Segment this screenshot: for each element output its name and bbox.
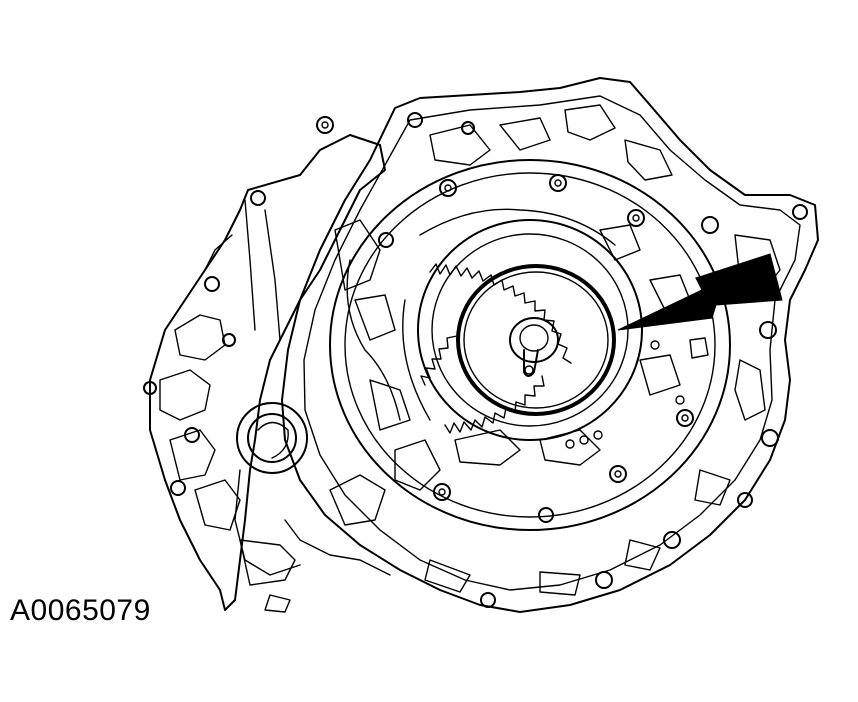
seal-ring: [456, 264, 616, 416]
inner-housing: [329, 159, 731, 531]
input-shaft: [509, 317, 559, 377]
lower-flange: [239, 519, 391, 613]
arrow-icon: [617, 253, 783, 331]
valve-body-details: [329, 219, 709, 526]
figure-id-label: A0065079: [10, 594, 151, 627]
differential-boss: [234, 402, 308, 576]
ring-gear: [402, 208, 643, 441]
